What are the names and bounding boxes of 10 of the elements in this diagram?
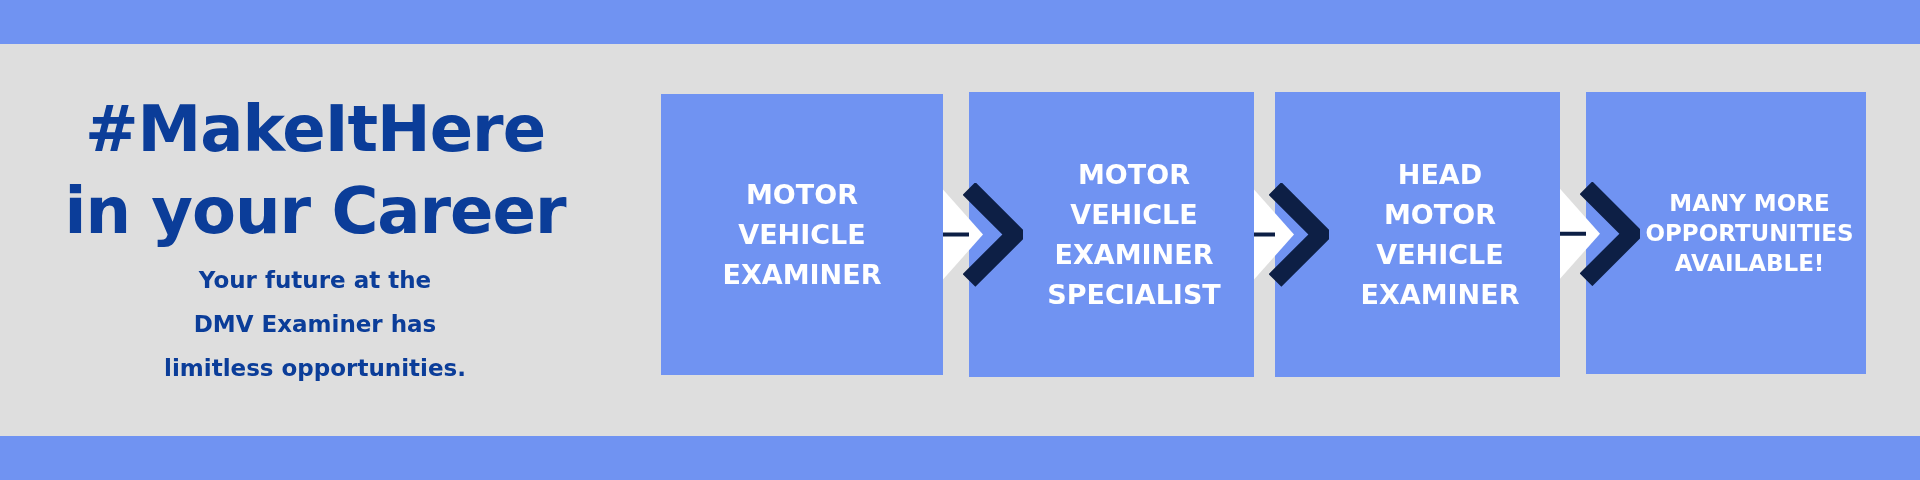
step-text: MOTOR VEHICLE EXAMINER <box>721 177 883 292</box>
step-text: MANY MORE OPPORTUNITIES AVAILABLE! <box>1644 189 1855 278</box>
step-box <box>969 92 1254 377</box>
step-box <box>1586 92 1866 374</box>
step-box <box>1275 92 1560 377</box>
step-box <box>661 94 943 375</box>
step-text: HEAD MOTOR VEHICLE EXAMINER <box>1359 157 1521 312</box>
title: #MakeItHere in your Career <box>63 91 568 250</box>
subtitle: Your future at the DMV Examiner has limitless opportunities. <box>163 266 467 383</box>
step-text: MOTOR VEHICLE EXAMINER SPECIALIST <box>1046 157 1222 312</box>
